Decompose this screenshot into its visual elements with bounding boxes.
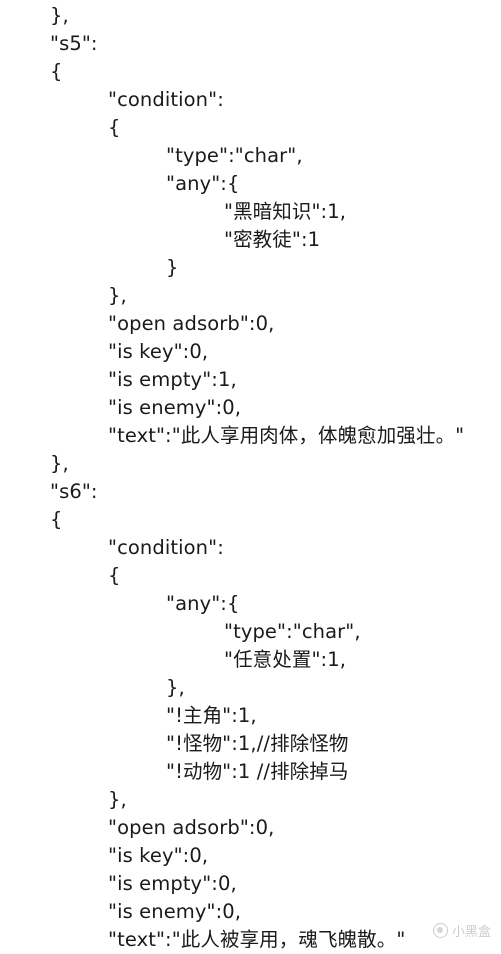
code-line: }, xyxy=(166,676,185,699)
code-line: "condition": xyxy=(108,536,224,559)
code-line: "is enemy":0, xyxy=(108,900,242,923)
watermark: 小黑盒 xyxy=(432,921,491,940)
code-line: }, xyxy=(108,284,127,307)
code-line: }, xyxy=(108,788,127,811)
code-line: "any":{ xyxy=(166,172,240,195)
code-line: "open adsorb":0, xyxy=(108,816,275,839)
code-line: "is empty":1, xyxy=(108,368,237,391)
heybox-logo-icon xyxy=(432,923,448,938)
code-line: }, xyxy=(50,452,69,475)
code-line: "is key":0, xyxy=(108,844,209,867)
code-line: "!怪物":1,//排除怪物 xyxy=(166,732,349,755)
code-line: "s5": xyxy=(50,32,98,55)
code-line: "任意处置":1, xyxy=(224,648,347,671)
code-line: { xyxy=(50,508,63,531)
code-line: "黑暗知识":1, xyxy=(224,200,347,223)
code-line: "text":"此人被享用，魂飞魄散。" xyxy=(108,928,406,951)
code-line: "type":"char", xyxy=(166,144,303,167)
code-line: } xyxy=(166,256,179,279)
code-line: { xyxy=(108,116,121,139)
code-line: "is key":0, xyxy=(108,340,209,363)
watermark-text: 小黑盒 xyxy=(451,925,491,940)
code-line: "s6": xyxy=(50,480,98,503)
code-line: "!主角":1, xyxy=(166,704,257,727)
code-line: "condition": xyxy=(108,88,224,111)
code-line: { xyxy=(108,564,121,587)
code-line: "密教徒":1 xyxy=(224,228,321,251)
code-line: "is empty":0, xyxy=(108,872,237,895)
code-line: "type":"char", xyxy=(224,620,361,643)
code-line: "text":"此人享用肉体，体魄愈加强壮。" xyxy=(108,424,465,447)
code-line: "is enemy":0, xyxy=(108,396,242,419)
code-line: "!动物":1 //排除掉马 xyxy=(166,760,349,783)
code-line: "any":{ xyxy=(166,592,240,615)
code-line: "open adsorb":0, xyxy=(108,312,275,335)
code-line: { xyxy=(50,60,63,83)
code-line: }, xyxy=(50,4,69,27)
